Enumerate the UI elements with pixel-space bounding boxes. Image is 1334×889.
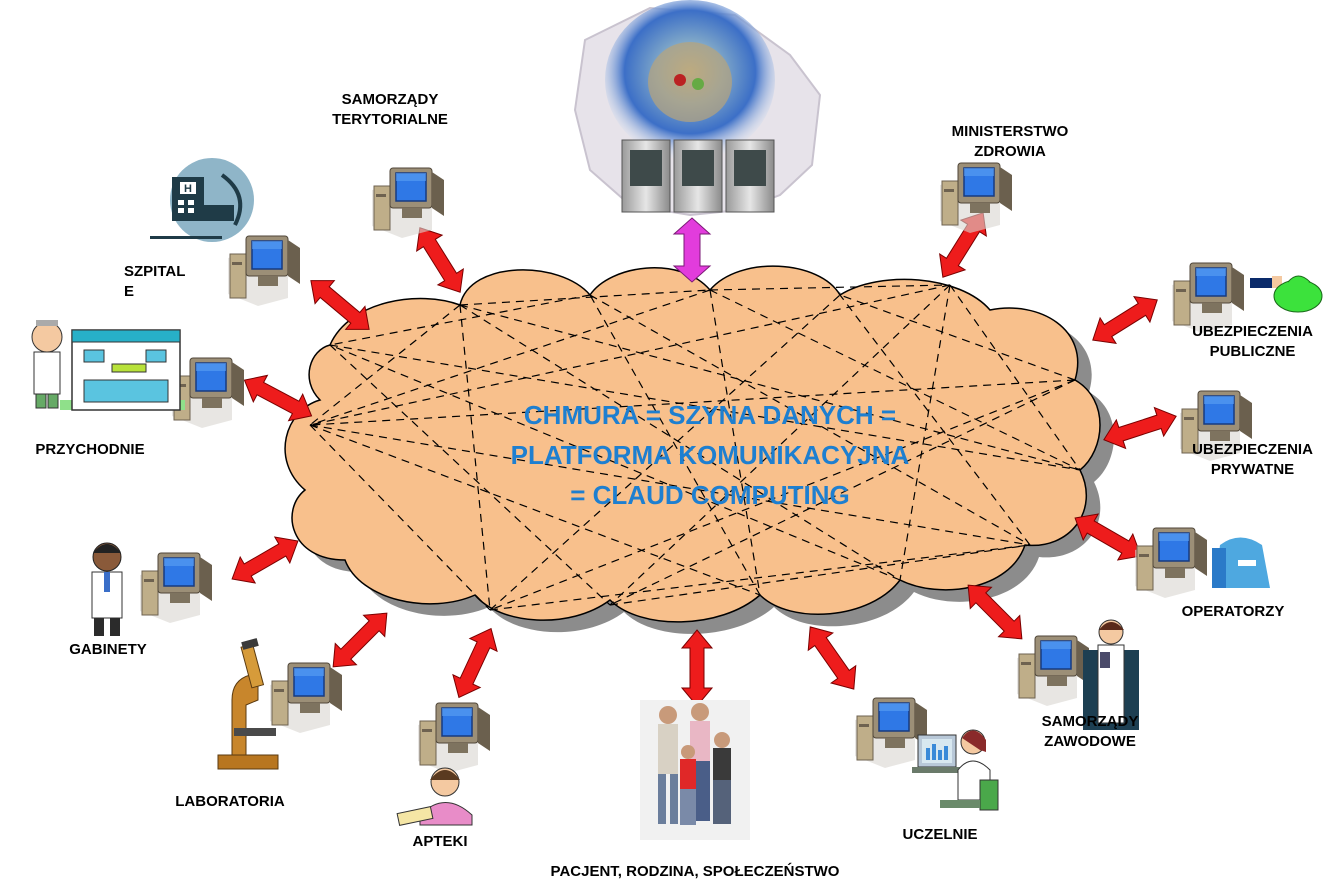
arrow-laboratoria <box>322 602 398 678</box>
pharmacist-icon <box>396 767 473 826</box>
computer-icon <box>171 357 245 429</box>
doctor-icon <box>1083 619 1139 730</box>
computer-icon <box>139 552 213 624</box>
arrow-pacjent <box>681 629 713 707</box>
doctor-icon <box>91 542 123 636</box>
label-ubezpieczenia-prywatne: UBEZPIECZENIA PRYWATNE <box>1192 441 1313 478</box>
label-laboratoria: LABORATORIA <box>175 793 285 810</box>
arrow-gabinety <box>224 527 306 593</box>
nurse-icon <box>1212 537 1270 588</box>
server-rack-icon <box>621 139 775 213</box>
doctor-icon <box>31 320 63 409</box>
label-szpitale: SZPITAL E <box>124 263 186 300</box>
computer-icon <box>939 162 1013 234</box>
arrow-uczelnie <box>797 617 867 699</box>
label-pacjent-rodzina: PACJENT, RODZINA, SPOŁECZEŃSTWO <box>550 863 840 880</box>
cloud-center-text: CHMURA = SZYNA DANYCH = PLATFORMA KOMUNI… <box>440 395 980 515</box>
computer-icon <box>1134 527 1208 599</box>
mesh-lines <box>309 284 1081 611</box>
label-ministerstwo-zdrowia: MINISTERSTWO ZDROWIA <box>951 123 1069 160</box>
label-samorzady-terytorialne: SAMORZĄDY TERYTORIALNE <box>332 91 448 128</box>
svg-text:H: H <box>184 183 192 195</box>
computer-icon <box>1016 635 1090 707</box>
label-operatorzy: OPERATORZY <box>1181 603 1285 620</box>
clinic-icon <box>60 329 185 411</box>
label-uczelnie: UCZELNIE <box>902 826 978 843</box>
center-text-line-2: PLATFORMA KOMUNIKACYJNA <box>510 440 910 470</box>
microscope-icon <box>217 638 279 770</box>
center-text-line-1: CHMURA = SZYNA DANYCH = <box>523 400 897 430</box>
computer-icon <box>269 662 343 734</box>
money-bag-icon <box>1250 275 1323 313</box>
label-apteki: APTEKI <box>412 833 468 850</box>
arrow-ubezpieczenia-publiczne <box>1084 286 1166 354</box>
label-przychodnie: PRZYCHODNIE <box>35 441 145 458</box>
hospital-icon: H <box>150 158 254 242</box>
student-icon <box>912 729 999 811</box>
label-gabinety: GABINETY <box>69 641 147 658</box>
family-photo <box>640 700 750 840</box>
computer-icon <box>371 167 445 239</box>
computer-icon <box>854 697 928 769</box>
arrow-top <box>672 217 712 283</box>
center-text-line-3: = CLAUD COMPUTING <box>570 480 850 510</box>
label-samorzady-zawodowe: SAMORZĄDY ZAWODOWE <box>1041 713 1139 750</box>
computer-icon <box>227 235 301 307</box>
cloud <box>284 265 1101 623</box>
computer-icon <box>417 702 491 774</box>
label-ubezpieczenia-publiczne: UBEZPIECZENIA PUBLICZNE <box>1192 323 1313 360</box>
arrow-apteki <box>444 621 506 705</box>
